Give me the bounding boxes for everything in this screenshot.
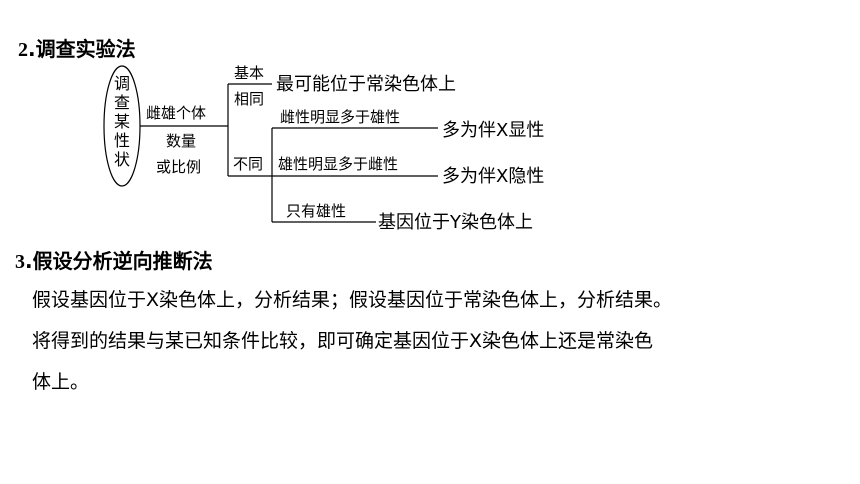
paragraph-line-1: 假设基因位于X染色体上，分析结果；假设基因位于常染色体上，分析结果。 — [32, 289, 673, 311]
section-2-title: 调查实验法 — [35, 37, 136, 61]
criterion-line-3: 或比例 — [156, 158, 202, 176]
case-3-condition: 只有雄性 — [286, 202, 347, 220]
section-3-heading: 3.假设分析逆向推断法 — [15, 249, 213, 273]
case-1-result: 多为伴X显性 — [442, 120, 545, 141]
criterion-line-1: 雌雄个体 — [146, 104, 207, 122]
branch-same-result: 最可能位于常染色体上 — [276, 74, 456, 95]
case-2-result: 多为伴X隐性 — [442, 166, 545, 187]
case-3-result: 基因位于Y染色体上 — [378, 212, 533, 233]
section-2-number: 2 — [18, 39, 28, 61]
root-label: 调查某性状 — [113, 74, 130, 169]
section-3-number: 3 — [15, 251, 25, 273]
paragraph-line-2: 将得到的结果与某已知条件比较，即可确定基因位于X染色体上还是常染色 — [32, 330, 654, 352]
branch-diff-label: 不同 — [233, 155, 264, 173]
case-2-condition: 雄性明显多于雌性 — [278, 155, 399, 173]
branch-same-line-1: 基本 — [234, 64, 265, 82]
section-2-heading: 2.调查实验法 — [18, 37, 136, 61]
criterion-line-2: 数量 — [166, 132, 197, 150]
section-3-title: 假设分析逆向推断法 — [32, 249, 213, 273]
paragraph-line-3: 体上。 — [32, 371, 90, 393]
branch-same-line-2: 相同 — [234, 90, 265, 108]
case-1-condition: 雌性明显多于雄性 — [280, 108, 401, 126]
